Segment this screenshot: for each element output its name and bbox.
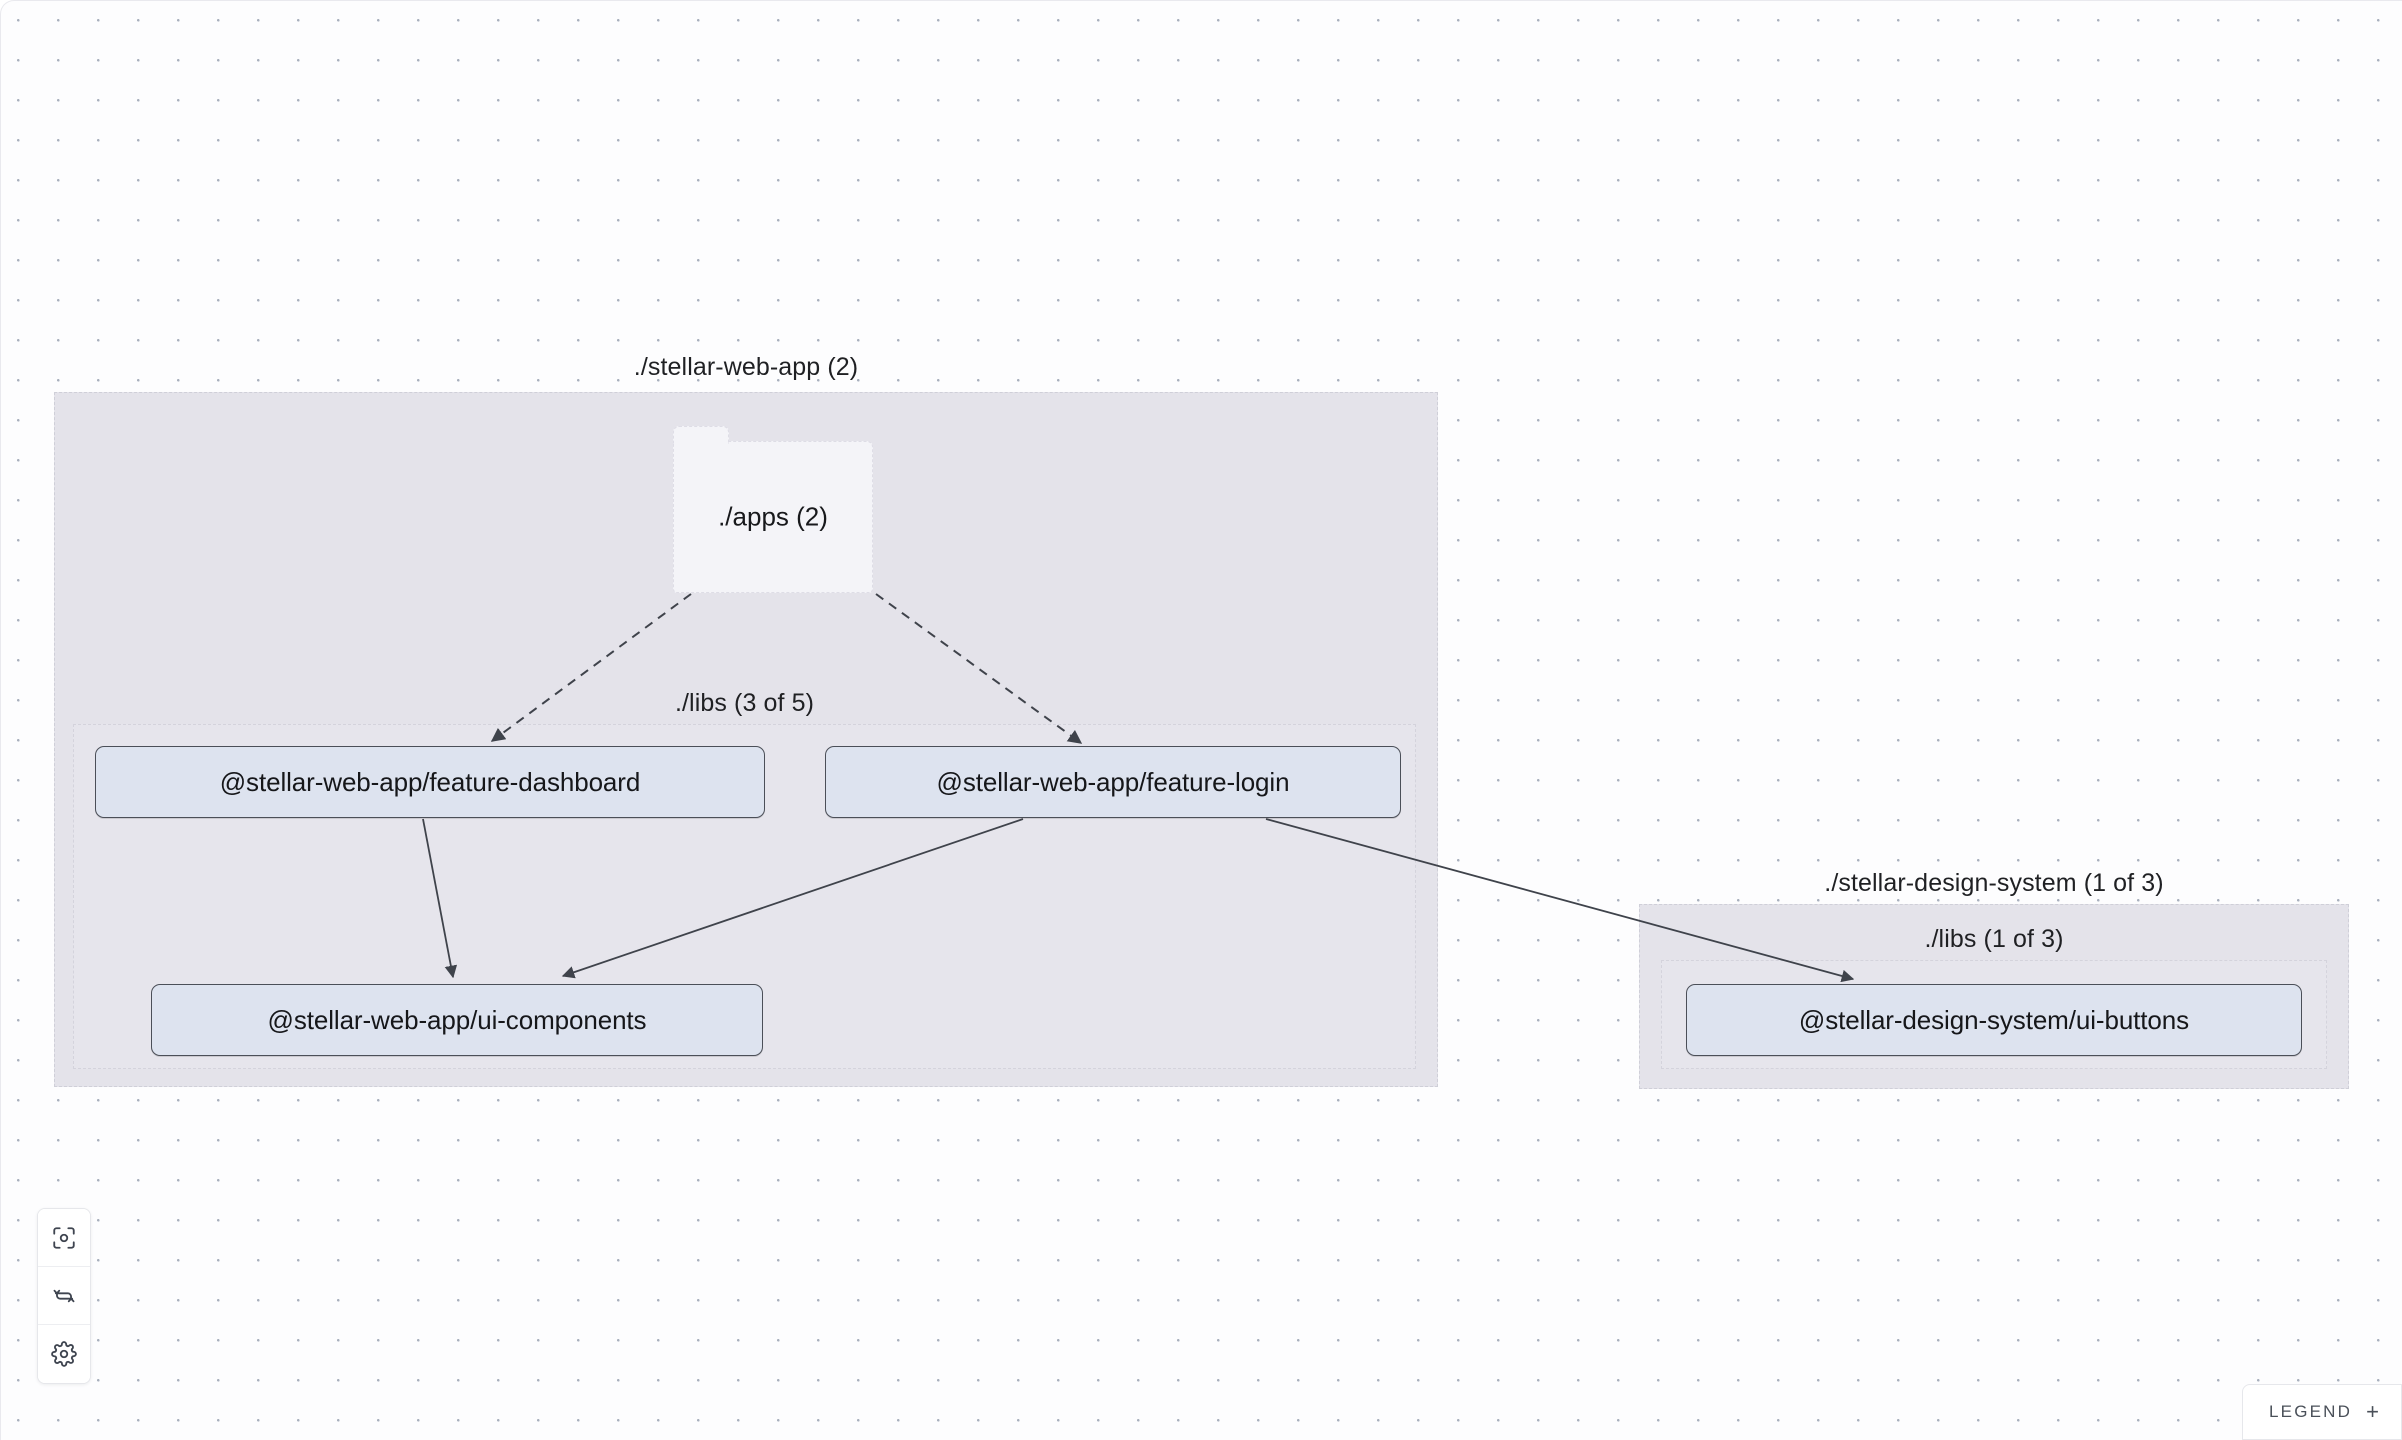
canvas-toolbar[interactable] [37, 1208, 91, 1384]
node-ui-components[interactable]: @stellar-web-app/ui-components [151, 984, 763, 1056]
group-label-stellar-web-app-libs: ./libs (3 of 5) [674, 689, 815, 717]
node-feature-login[interactable]: @stellar-web-app/feature-login [825, 746, 1401, 818]
gear-icon [51, 1341, 77, 1367]
folder-node-apps[interactable]: ./apps (2) [673, 426, 873, 593]
node-feature-dashboard[interactable]: @stellar-web-app/feature-dashboard [95, 746, 765, 818]
legend-label: LEGEND [2269, 1402, 2353, 1421]
node-label-ui-buttons: @stellar-design-system/ui-buttons [1798, 1004, 2190, 1035]
legend-toggle[interactable]: LEGEND + [2242, 1384, 2402, 1440]
refresh-icon [51, 1283, 77, 1309]
settings-button[interactable] [38, 1325, 90, 1383]
group-label-stellar-design-system-libs: ./libs (1 of 3) [1924, 925, 2064, 953]
group-label-stellar-web-app: ./stellar-web-app (2) [633, 353, 859, 381]
node-label-ui-components: @stellar-web-app/ui-components [267, 1004, 647, 1035]
focus-button[interactable] [38, 1209, 90, 1267]
focus-target-icon [51, 1225, 77, 1251]
node-ui-buttons[interactable]: @stellar-design-system/ui-buttons [1686, 984, 2302, 1056]
node-label-feature-login: @stellar-web-app/feature-login [936, 766, 1290, 797]
folder-label-apps: ./apps (2) [718, 501, 828, 532]
group-label-stellar-design-system: ./stellar-design-system (1 of 3) [1824, 869, 2164, 897]
refresh-button[interactable] [38, 1267, 90, 1325]
node-label-feature-dashboard: @stellar-web-app/feature-dashboard [219, 766, 641, 797]
plus-icon: + [2366, 1399, 2379, 1424]
folder-tab-icon [673, 426, 729, 447]
